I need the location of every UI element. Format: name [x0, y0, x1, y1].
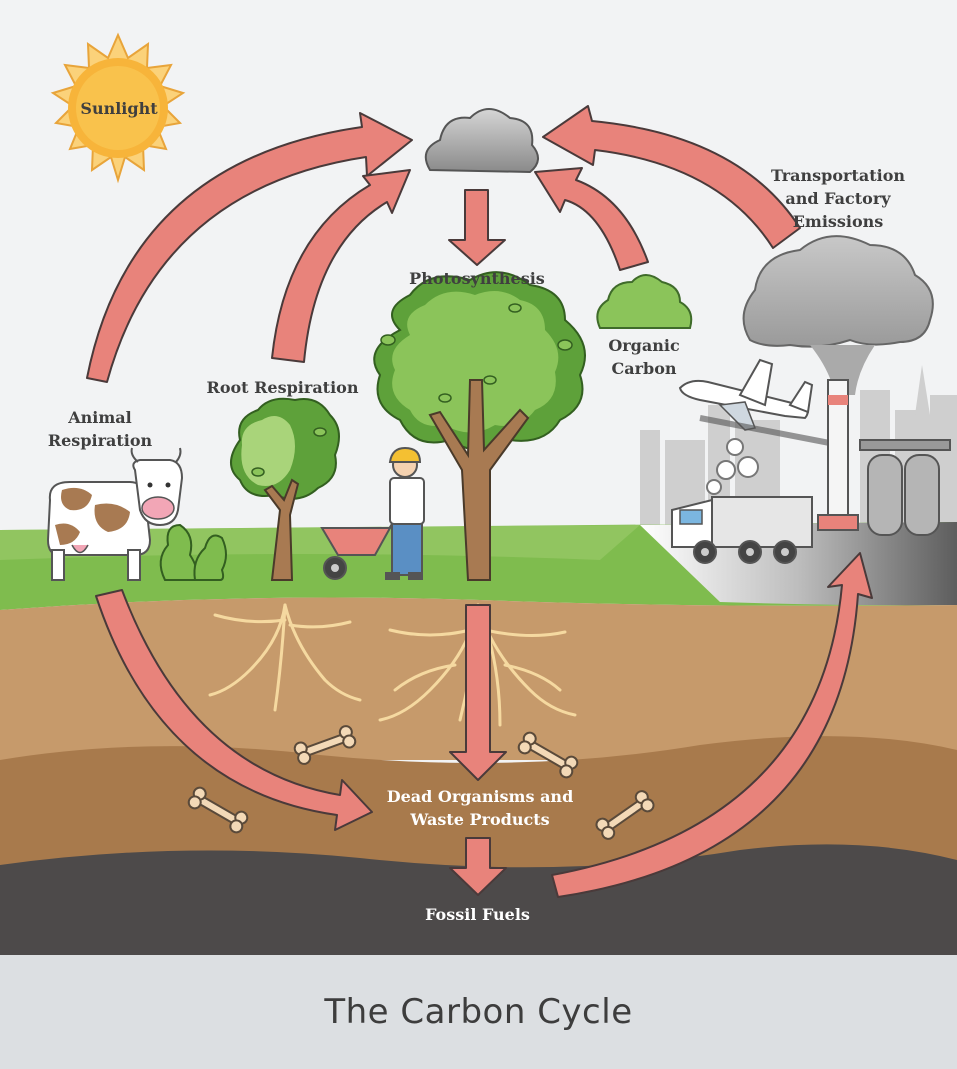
emissions-cloud-icon [742, 235, 934, 395]
bush-icon [159, 523, 227, 581]
worker-icon [385, 446, 425, 580]
diagram-title: The Carbon Cycle [324, 992, 633, 1032]
tree-roots [208, 603, 577, 727]
flow-arrows [86, 105, 873, 898]
label-sunlight: Sunlight [80, 99, 158, 118]
arrow-atmosphere-to-photosynthesis [448, 189, 506, 266]
arrow-organic-carbon-to-atmosphere [534, 167, 649, 271]
label-animal-respiration: Animal Respiration [47, 408, 153, 450]
airplane-icon [678, 358, 841, 448]
arrow-animal-to-dead-organisms [95, 589, 373, 831]
truck-icon [671, 496, 813, 564]
arrow-fossil-fuels-to-emissions [551, 552, 873, 898]
organic-carbon-cloud-icon [596, 274, 693, 329]
arrow-emissions-to-atmosphere [542, 105, 801, 249]
storage-tanks-icon [859, 439, 951, 536]
label-photosynthesis: Photosynthesis [409, 269, 545, 288]
atmosphere-cloud-icon [424, 108, 539, 174]
exhaust-smoke-icon [706, 438, 759, 495]
sun-icon [50, 32, 186, 184]
label-transportation-emissions: Transportation and Factory Emissions [771, 166, 905, 231]
diagram-scene [0, 32, 957, 955]
big-tree-icon [373, 271, 586, 581]
arrow-tree-to-dead-organisms [449, 604, 507, 781]
fossil-fuel-layer [0, 844, 957, 955]
arrow-root-respiration-to-atmosphere [271, 169, 411, 363]
label-fossil-fuels: Fossil Fuels [425, 905, 530, 924]
label-dead-organisms: Dead Organisms and Waste Products [386, 787, 574, 829]
title-footer: The Carbon Cycle [0, 955, 957, 1069]
cow-icon [46, 447, 184, 581]
factory-chimney-icon [817, 379, 859, 531]
floating-leaves [251, 303, 573, 477]
arrow-animal-respiration-to-atmosphere [86, 112, 413, 383]
label-organic-carbon: Organic Carbon [608, 336, 680, 378]
label-root-respiration: Root Respiration [206, 378, 359, 397]
arrow-dead-organisms-to-fossil-fuels [449, 837, 507, 896]
buried-bones [187, 725, 655, 840]
